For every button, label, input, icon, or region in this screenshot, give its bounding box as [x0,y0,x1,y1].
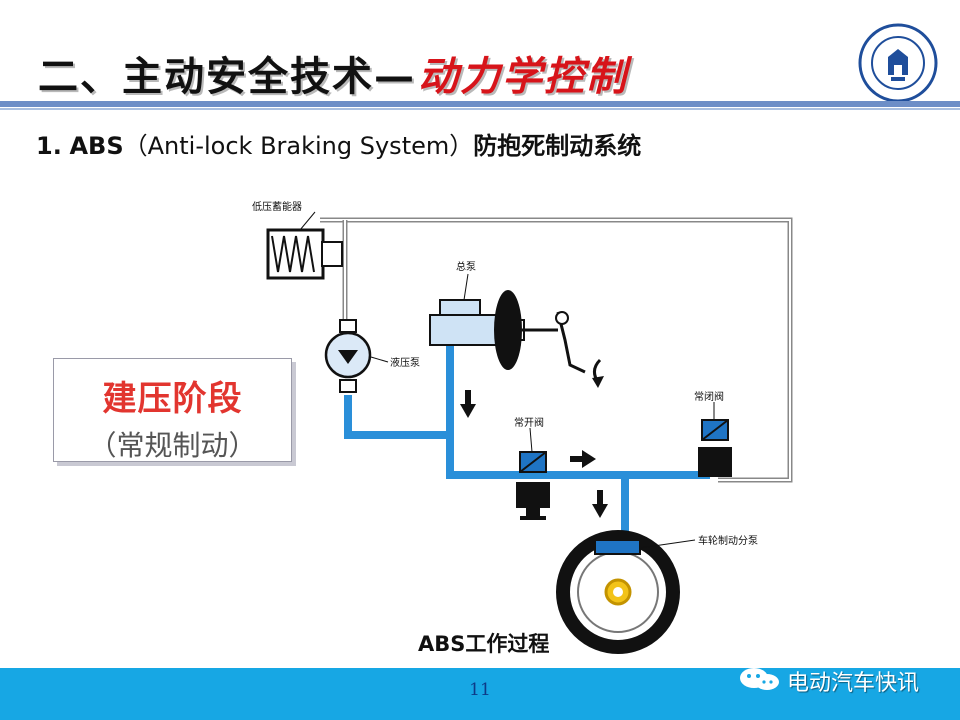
label-wheel-cylinder: 车轮制动分泵 [698,534,758,547]
label-pump: 液压泵 [390,356,420,369]
flow-arrows [460,390,608,518]
diagram-caption: ABS工作过程 [418,632,550,656]
low-pressure-accumulator [266,228,343,280]
wechat-icon [740,668,779,690]
university-seal-logo [858,23,938,103]
section-subtitle: 1. ABS（Anti-lock Braking System）防抱死制动系统 [36,132,642,160]
normally-closed-valve [698,419,732,477]
slide-title: 二、主动安全技术—动力学控制 [38,44,628,102]
title-main: 二、主动安全技术— [38,54,416,100]
wheel-assembly [556,530,680,654]
label-accumulator: 低压蓄能器 [252,200,302,213]
label-normally-open-valve: 常开阀 [514,416,544,429]
label-normally-closed-valve: 常闭阀 [694,390,724,403]
stage-main-label: 建压阶段 [102,379,243,419]
stage-sub-label: （常规制动） [88,429,257,462]
footer-bar [0,668,960,720]
header-rule-thin [0,108,960,110]
master-cylinder [429,290,604,388]
abs-hydraulic-diagram: 低压蓄能器 液压泵 总泵 [252,200,793,654]
brand-watermark: 电动汽车快讯 [787,671,920,696]
normally-open-valve [516,451,550,520]
title-accent: 动力学控制 [418,54,628,100]
page-number: 11 [469,680,491,700]
header-rule [0,101,960,107]
stage-label-box: 建压阶段 （常规制动） [53,358,292,462]
label-master-cylinder: 总泵 [456,260,476,273]
hydraulic-pump [324,319,372,393]
